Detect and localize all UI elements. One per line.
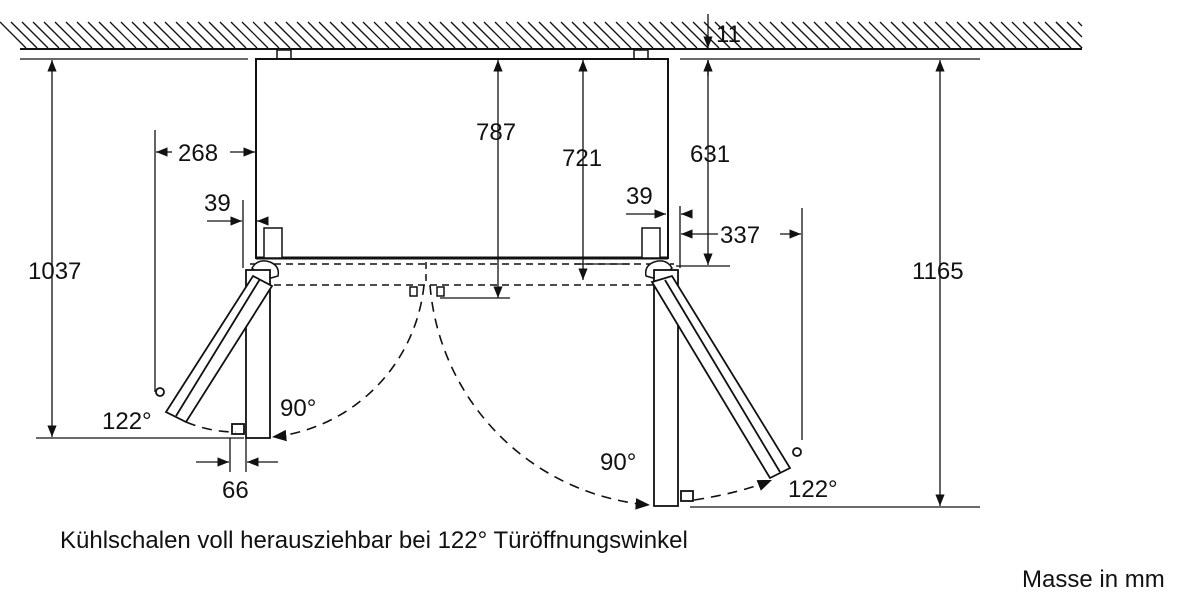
dim-depth-total: 787 bbox=[476, 119, 516, 146]
caption: Kühlschalen voll herausziehbar bei 122° … bbox=[60, 527, 688, 554]
angle-left-122: 122° bbox=[102, 408, 152, 435]
angle-right-90: 90° bbox=[600, 449, 636, 476]
wall-hatching bbox=[0, 21, 1083, 50]
dim-right-offset: 39 bbox=[626, 183, 653, 210]
hinges bbox=[251, 227, 673, 297]
closed-door-outline bbox=[250, 262, 674, 286]
dim-right-clearance: 337 bbox=[720, 222, 760, 249]
dim-left-height: 1037 bbox=[28, 258, 81, 285]
dim-depth-cabinet: 721 bbox=[562, 145, 602, 172]
dim-left-offset: 39 bbox=[204, 190, 231, 217]
units-note: Masse in mm bbox=[1022, 566, 1165, 593]
angle-right-122: 122° bbox=[788, 476, 838, 503]
dim-right-depth: 631 bbox=[690, 141, 730, 168]
angle-left-90: 90° bbox=[280, 395, 316, 422]
dimension-labels: 11 787 721 631 268 39 39 337 1037 1165 6… bbox=[28, 21, 964, 504]
door-swing-arcs bbox=[185, 284, 773, 510]
dim-bottom-offset: 66 bbox=[222, 477, 249, 504]
cabinet-body bbox=[255, 58, 669, 260]
dim-left-clearance: 268 bbox=[178, 140, 218, 167]
dim-gap-top: 11 bbox=[716, 21, 741, 48]
dim-right-height: 1165 bbox=[912, 258, 964, 285]
dimension-lines bbox=[20, 14, 980, 508]
wall-mounts bbox=[276, 49, 649, 60]
right-door-open-122 bbox=[650, 274, 802, 480]
